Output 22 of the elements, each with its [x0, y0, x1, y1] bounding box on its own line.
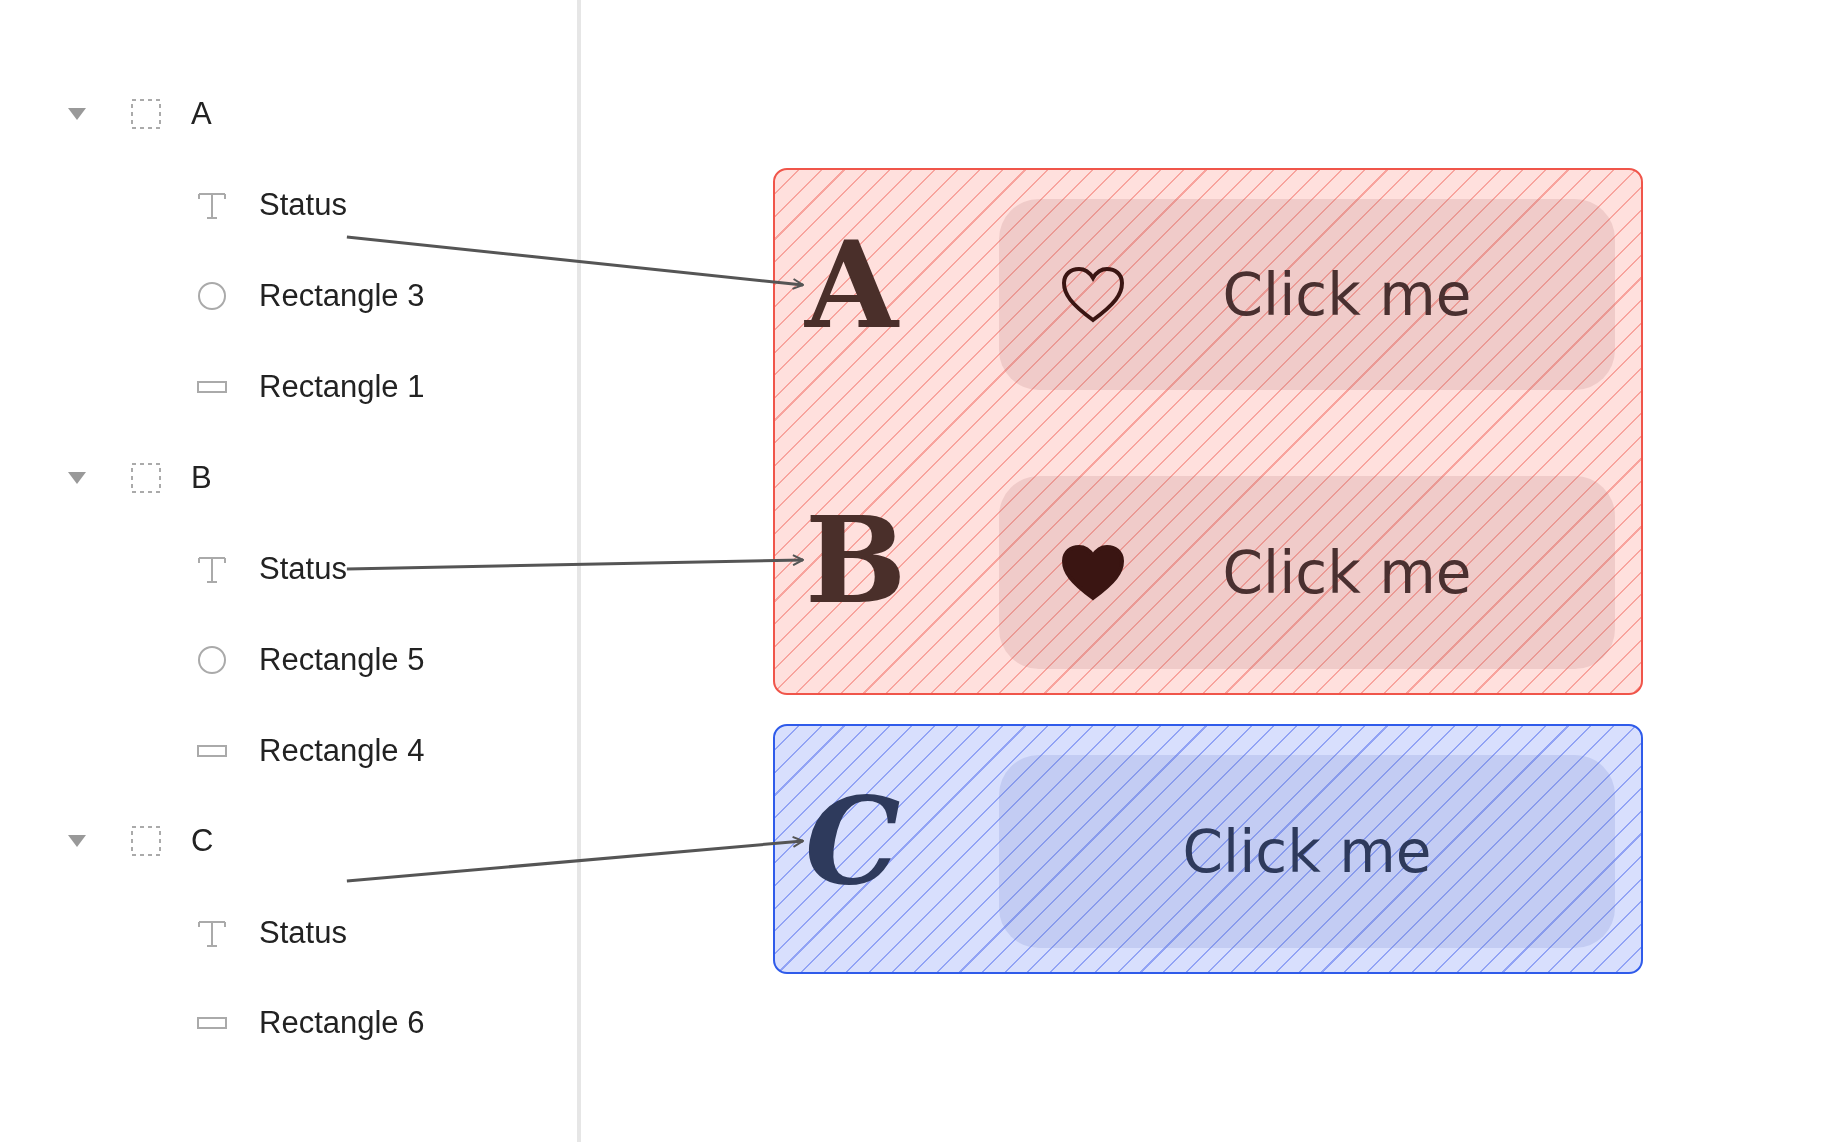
layer-name: Status — [259, 549, 347, 589]
frame-highlight — [773, 168, 1643, 695]
layer-name: Rectangle 4 — [259, 732, 425, 770]
layer-name: Status — [259, 185, 347, 225]
layer-name: Rectangle 5 — [259, 641, 425, 679]
layer-name: A — [191, 95, 212, 133]
arrow — [346, 235, 804, 290]
click-button: Click me — [999, 476, 1615, 669]
layer-name: Status — [259, 913, 347, 953]
layer-name: Rectangle 1 — [259, 368, 425, 406]
frame-letter: C — [805, 781, 901, 901]
frame-letter: A — [805, 225, 899, 345]
frame-letter: B — [805, 500, 907, 620]
layer-name: Rectangle 6 — [259, 1004, 425, 1042]
arrow — [346, 835, 804, 883]
layer-name: C — [191, 822, 214, 860]
frame-highlight — [773, 724, 1643, 974]
click-button: Click me — [999, 755, 1615, 948]
layer-name: Rectangle 3 — [259, 277, 425, 315]
arrow — [346, 554, 804, 571]
click-button: Click me — [999, 199, 1615, 390]
layer-name: B — [191, 459, 212, 497]
